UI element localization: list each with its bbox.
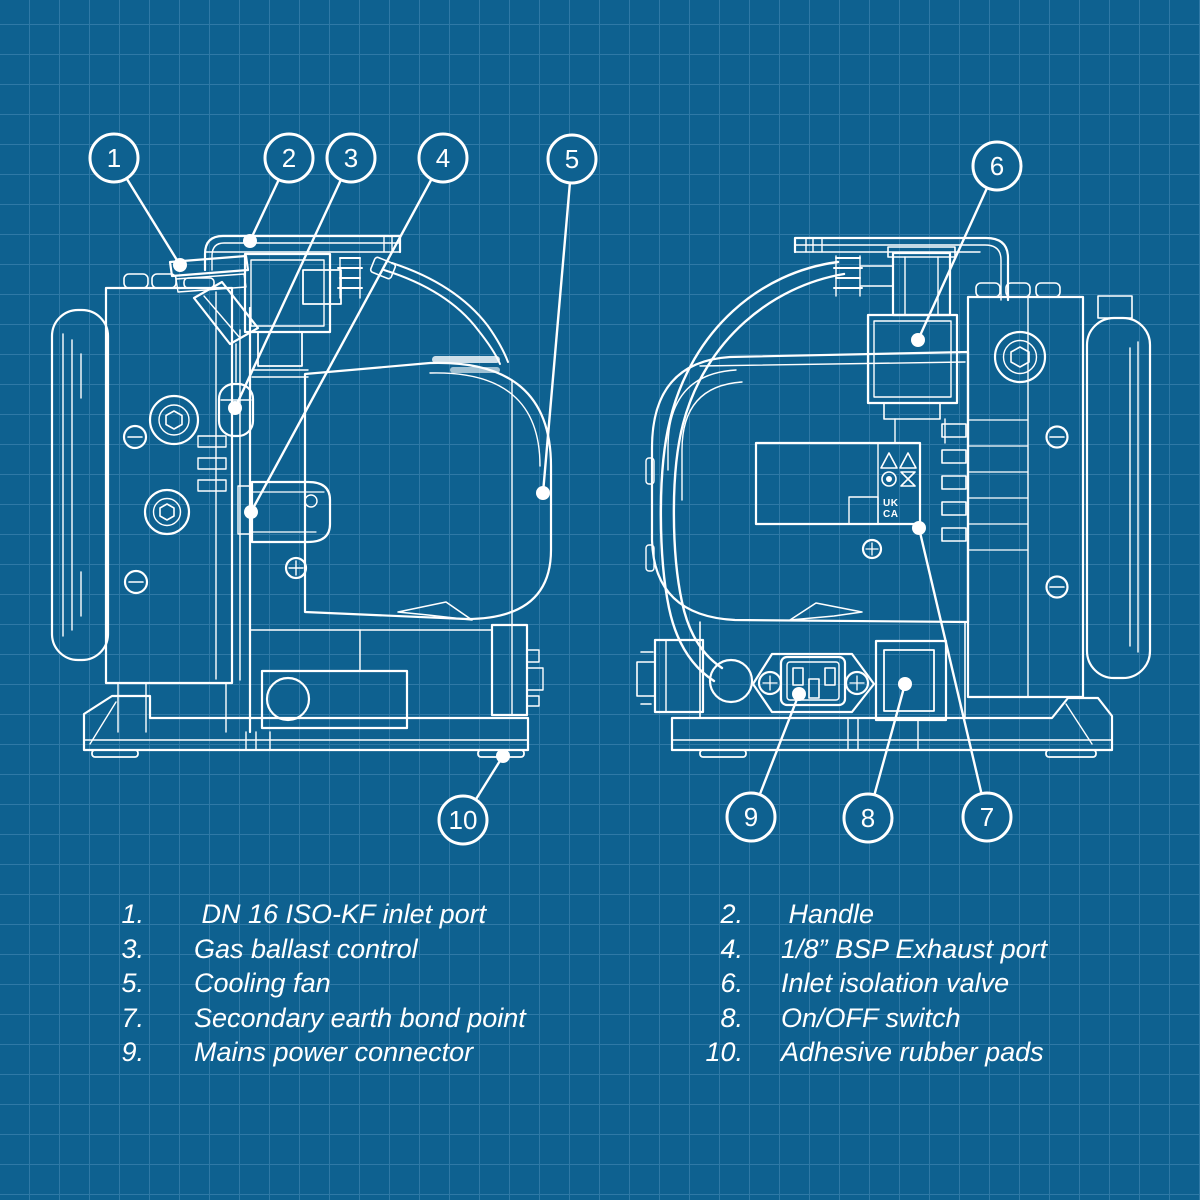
legend-column-right: 2. Handle 4. 1/8” BSP Exhaust port 6. In… bbox=[693, 897, 1047, 1070]
legend-item-number: 6. bbox=[720, 968, 743, 998]
handle-right bbox=[793, 236, 1010, 302]
callout-balloons: 1 2 3 4 5 6 7 8 bbox=[88, 132, 1023, 846]
svg-text:6: 6 bbox=[990, 151, 1004, 181]
svg-text:2: 2 bbox=[282, 143, 296, 173]
legend-item-number: 9. bbox=[121, 1037, 144, 1067]
svg-text:5: 5 bbox=[565, 144, 579, 174]
callout-3: 3 bbox=[325, 132, 377, 184]
ukca-mark-line2: CA bbox=[883, 509, 898, 520]
callout-7: 7 bbox=[961, 791, 1013, 843]
legend-item-label: Handle bbox=[781, 899, 875, 929]
lower-housing-right bbox=[636, 538, 966, 719]
ukca-mark-line1: UK bbox=[883, 498, 899, 509]
legend-item-7: 7. Secondary earth bond point bbox=[92, 1001, 526, 1036]
legend-item-label: Cooling fan bbox=[194, 968, 331, 998]
svg-text:1: 1 bbox=[107, 143, 121, 173]
legend-item-number: 7. bbox=[121, 1002, 144, 1033]
legend-item-number: 4. bbox=[720, 933, 743, 964]
svg-text:3: 3 bbox=[344, 143, 358, 173]
label-plate: UK CA bbox=[754, 441, 922, 526]
svg-text:9: 9 bbox=[744, 802, 758, 832]
no-disposal-icon bbox=[900, 471, 916, 487]
callout-1: 1 bbox=[88, 132, 140, 184]
legend-item-label: Mains power connector bbox=[194, 1037, 474, 1067]
legend-item-label: Inlet isolation valve bbox=[781, 968, 1010, 998]
callout-4: 4 bbox=[417, 132, 469, 184]
pump-body-left bbox=[303, 356, 553, 715]
handle-left bbox=[203, 234, 402, 272]
mains-power-connector bbox=[751, 652, 876, 714]
legend-item-5: 5. Cooling fan bbox=[92, 966, 526, 1001]
legend-item-label: On/OFF switch bbox=[781, 1002, 961, 1033]
gas-ballast-control bbox=[217, 382, 255, 438]
callout-2: 2 bbox=[263, 132, 315, 184]
motor-body-left bbox=[104, 273, 234, 733]
legend-item-number: 3. bbox=[121, 933, 144, 964]
mandatory-circle-icon bbox=[881, 471, 897, 487]
legend-item-6: 6. Inlet isolation valve bbox=[693, 966, 1047, 1001]
on-off-switch bbox=[874, 639, 948, 722]
callout-9: 9 bbox=[725, 791, 777, 843]
legend-item-number: 2. bbox=[720, 899, 743, 929]
lower-housing-left bbox=[249, 623, 544, 730]
legend-item-9: 9. Mains power connector bbox=[92, 1035, 526, 1070]
exhaust-hose-right bbox=[659, 255, 894, 704]
motor-end-cap-right bbox=[1085, 295, 1152, 680]
legend-item-number: 5. bbox=[121, 968, 144, 998]
legend-item-number: 1. bbox=[121, 899, 144, 929]
legend-item-number: 8. bbox=[720, 1002, 743, 1033]
motor-block-right bbox=[941, 282, 1085, 699]
valve-block-left bbox=[243, 252, 363, 378]
leader-lines bbox=[112, 156, 999, 822]
legend-item-8: 8. On/OFF switch bbox=[693, 1001, 1047, 1036]
exhaust-hose-left bbox=[369, 256, 509, 365]
inlet-port bbox=[168, 254, 260, 383]
inlet-isolation-valve bbox=[866, 246, 959, 444]
callout-8: 8 bbox=[842, 792, 894, 844]
callout-5: 5 bbox=[546, 133, 598, 185]
legend-item-label: DN 16 ISO-KF inlet port bbox=[194, 899, 487, 929]
legend-item-label: Secondary earth bond point bbox=[194, 1002, 526, 1033]
legend-column-left: 1. DN 16 ISO-KF inlet port 3. Gas ballas… bbox=[92, 897, 526, 1070]
pump-left-view bbox=[50, 234, 553, 758]
pump-right-view: UK CA bbox=[636, 236, 1152, 758]
exhaust-port-block bbox=[237, 480, 332, 580]
legend-item-label: Gas ballast control bbox=[194, 933, 418, 964]
motor-bolts-left bbox=[122, 394, 200, 595]
hose-end-cap bbox=[708, 658, 754, 704]
svg-text:10: 10 bbox=[449, 805, 478, 835]
center-bracket-left bbox=[197, 306, 252, 734]
legend-item-10: 10. Adhesive rubber pads bbox=[693, 1035, 1047, 1070]
legend-item-label: 1/8” BSP Exhaust port bbox=[781, 933, 1048, 964]
legend-item-1: 1. DN 16 ISO-KF inlet port bbox=[92, 897, 526, 932]
base-left bbox=[82, 694, 530, 758]
legend-item-number: 10. bbox=[705, 1037, 743, 1067]
svg-text:7: 7 bbox=[980, 802, 994, 832]
motor-end-cap-left bbox=[50, 308, 110, 662]
svg-text:4: 4 bbox=[436, 143, 450, 173]
pump-body-right bbox=[645, 350, 970, 624]
svg-text:8: 8 bbox=[861, 803, 875, 833]
legend-item-3: 3. Gas ballast control bbox=[92, 932, 526, 967]
legend-item-2: 2. Handle bbox=[693, 897, 1047, 932]
callout-10: 10 bbox=[437, 794, 489, 846]
legend-item-label: Adhesive rubber pads bbox=[781, 1037, 1044, 1067]
warning-triangle-icon bbox=[880, 452, 898, 469]
warning-triangle-icon bbox=[899, 452, 917, 469]
callout-6: 6 bbox=[971, 140, 1023, 192]
legend-item-4: 4. 1/8” BSP Exhaust port bbox=[693, 932, 1047, 967]
base-right bbox=[670, 696, 1114, 758]
